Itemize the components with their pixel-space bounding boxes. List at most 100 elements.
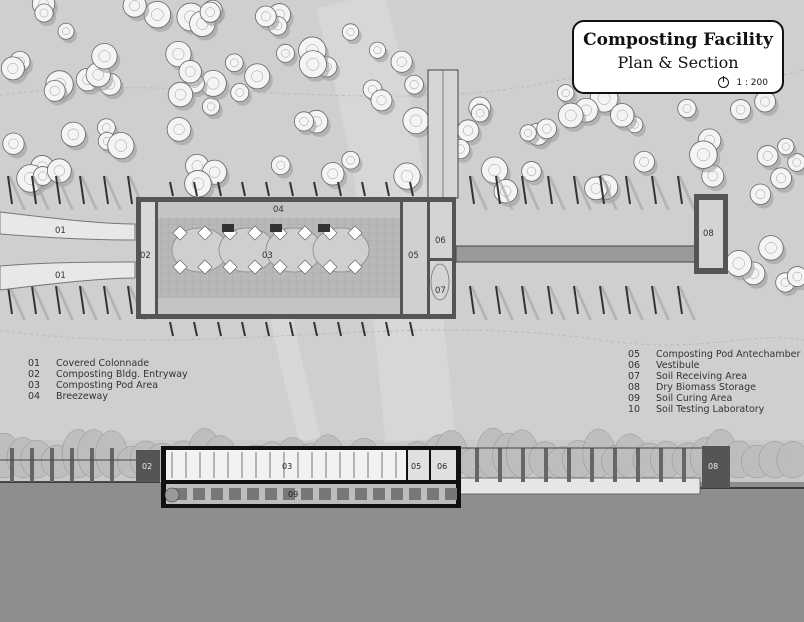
east-bridge [455, 245, 697, 263]
plan-label-colonnade-south: 01 [55, 271, 66, 281]
post-shadow [8, 176, 26, 210]
colonnade-post [651, 175, 657, 205]
vent-icon [270, 224, 282, 232]
post-shadow [470, 176, 488, 210]
tree-icon [456, 119, 480, 142]
section-post [30, 448, 34, 482]
curing-bin [247, 488, 259, 500]
section-vestibule [408, 450, 456, 480]
colonnade-post [193, 181, 198, 197]
pod-bin-icon [197, 225, 213, 241]
curing-bin [283, 488, 295, 500]
colonnade-post [241, 321, 246, 337]
post-shadow [522, 286, 540, 320]
tree-icon [402, 107, 430, 135]
colonnade-post [409, 321, 414, 337]
post-shadow [574, 286, 592, 320]
antechamber-room [403, 202, 427, 314]
colonnade-post [573, 285, 579, 315]
receiving-room [430, 261, 452, 314]
post-shadow [56, 176, 74, 210]
curing-bin [445, 488, 457, 500]
colonnade-post [7, 175, 13, 205]
colonnade-post [337, 321, 342, 337]
pod-bin-icon [347, 259, 363, 275]
colonnade-post [361, 321, 366, 337]
plan-label-breezeway: 04 [273, 205, 284, 215]
curing-bin [193, 488, 205, 500]
curing-bin [265, 488, 277, 500]
tree-icon [730, 99, 752, 121]
section-post [70, 448, 74, 482]
section-pod-hall [166, 450, 406, 480]
section-post [682, 448, 686, 482]
post-shadow [548, 176, 566, 210]
tree-icon [224, 53, 244, 73]
post-shadow [574, 176, 592, 210]
post-shadow [80, 286, 98, 320]
section-label-curing: 09 [288, 490, 298, 499]
colonnade-post [31, 285, 37, 315]
post-shadow [104, 176, 122, 210]
colonnade-post [385, 321, 390, 337]
curing-bin [355, 488, 367, 500]
curing-bin [409, 488, 421, 500]
section-post [90, 448, 94, 482]
colonnade-post [103, 175, 109, 205]
tree-icon [786, 266, 804, 287]
tank-icon [164, 487, 180, 503]
pod-bin-icon [172, 225, 188, 241]
curing-bin [391, 488, 403, 500]
colonnade-post [409, 181, 414, 197]
post-shadow [626, 176, 644, 210]
tree-icon [199, 1, 221, 23]
post-shadow [32, 176, 50, 210]
section-post [521, 448, 525, 482]
section-storage-mass [702, 446, 730, 488]
tree-icon [519, 124, 537, 142]
tree-icon [689, 140, 718, 169]
drawing-scale: 1 : 200 [736, 78, 768, 88]
colonnade-post [289, 321, 294, 337]
section-post [50, 448, 54, 482]
walkway-north [0, 211, 136, 241]
colonnade-post [265, 181, 270, 197]
post-shadow [652, 286, 670, 320]
post-shadow [496, 286, 514, 320]
colonnade-post [385, 181, 390, 197]
tree-icon [270, 155, 291, 176]
section-label-entry: 02 [142, 462, 152, 471]
section-label-storage: 08 [708, 462, 718, 471]
tree-icon [165, 40, 192, 68]
tree-icon [754, 90, 776, 113]
plan-label-receiving: 07 [435, 286, 446, 296]
tree-icon [2, 132, 25, 155]
tree-icon [341, 150, 360, 170]
entryway-room [141, 202, 155, 314]
tree-icon [390, 50, 413, 73]
colonnade-post [217, 321, 222, 337]
colonnade-post [241, 181, 246, 197]
tree-icon [536, 118, 557, 140]
curing-bin [301, 488, 313, 500]
colonnade-post [469, 285, 475, 315]
section-post [567, 448, 571, 482]
colonnade-post [521, 285, 527, 315]
plan-label-colonnade-north: 01 [55, 226, 66, 236]
tree-icon [91, 43, 118, 70]
tree-canopy-group [0, 0, 804, 297]
colonnade-post [599, 175, 605, 205]
colonnade-post [573, 175, 579, 205]
tree-icon [758, 235, 784, 261]
section-post [498, 448, 502, 482]
curing-bin [427, 488, 439, 500]
post-shadow [548, 286, 566, 320]
colonnade-post [55, 285, 61, 315]
post-shadow [600, 286, 618, 320]
section-colonnade-posts [0, 447, 704, 482]
